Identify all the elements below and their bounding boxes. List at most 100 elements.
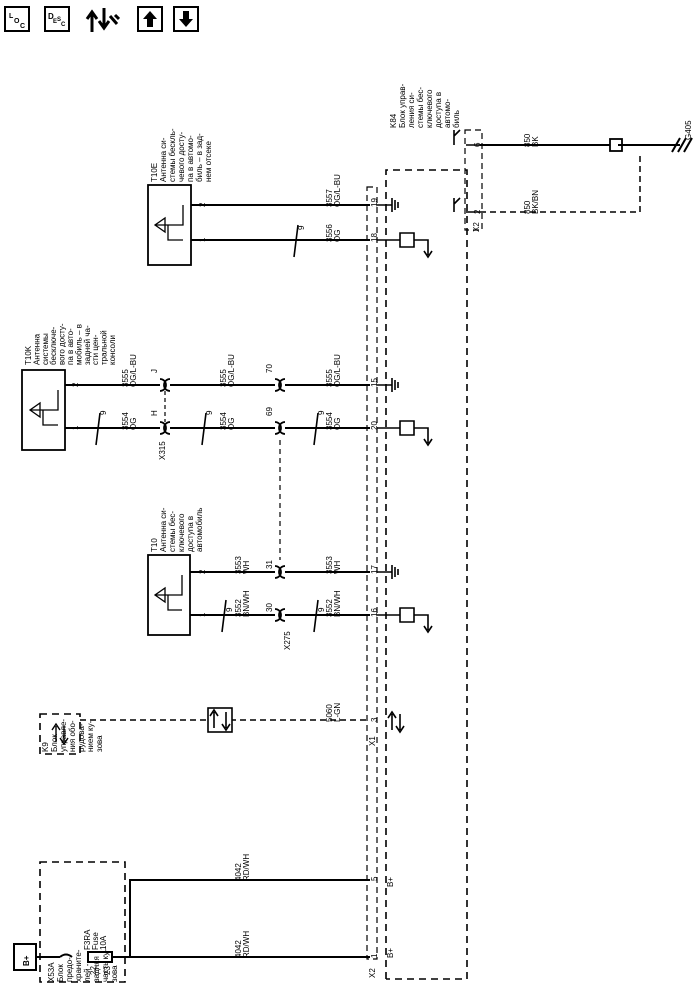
x53a-title-line: храните- [74,949,83,982]
pin-t10e-2: 2 [198,202,207,207]
toolbar: L O C D E S C [0,0,220,40]
strip-terminations [377,129,480,734]
wire-4042-a-circuit: 4042 [234,940,243,958]
t10e-title-line: па в автомо- [186,135,195,182]
t10e-title-line: Антенна си- [159,137,168,182]
pin-16: 16 [370,608,379,617]
up-button[interactable] [137,6,163,32]
loc-button[interactable]: L O C [4,6,30,32]
k84-title-line: доступа в [434,92,443,128]
t10-title-line: Антенна си- [159,507,168,552]
twist-t10k-a: 9 [99,410,108,415]
wire-3553-a-color: WH [242,560,251,574]
k84-title-line: K84 [389,113,398,128]
wire-3555-a-color: OG/L-BU [129,354,138,387]
wire-5060-circuit: 5060 [325,704,334,722]
desc-button[interactable]: D E S C [44,6,70,32]
pin-x315-j: J [150,369,159,373]
x275-arc-30 [274,608,286,622]
x315-arc-j [159,378,171,392]
wire-3556-circuit: 3556 [325,224,334,242]
fuse-line-2: Fuse [91,932,100,950]
t10e-title-line: T10E [150,163,159,182]
pin-x1-3: 3 [370,717,379,722]
wire-3555-c-color: OG/L-BU [333,354,342,387]
serial-data-icon [207,707,233,733]
t10e-title-line: чевого досту- [177,131,186,182]
pin-t10e-1: 1 [198,237,207,242]
x53a-title-line: Блок [56,964,65,982]
k9-title-line: Блок [50,734,59,752]
down-button[interactable] [173,6,199,32]
t10-title-line: автомобиль [195,508,204,552]
k84-connector-x2 [464,129,483,231]
wire-4042-b-line [129,879,370,957]
t10k-title-line: па в авто- [66,328,75,365]
wire-850-a-color: BK/BN [531,190,540,214]
t10k-title-line: Антенна [32,333,41,365]
loc-l: L [9,13,14,20]
x1-label: X1 [368,736,377,746]
pin-x315-h: H [150,410,159,416]
twist-t10-a: 9 [225,607,234,612]
wire-3553-a-circuit: 3553 [234,556,243,574]
arrow-down-icon [179,11,193,27]
twist-t10-b: 9 [317,607,326,612]
twist-t10e: 9 [297,225,306,230]
wire-3552-a-circuit: 3552 [234,599,243,617]
wire-3552-b-color: BN/WH [333,590,342,617]
wire-3555-b-circuit: 3555 [219,369,228,387]
wire-3554-c-color: OG [333,418,342,430]
pin-k84-6: 6 [473,142,482,147]
ground-label: G405 [684,120,693,140]
t10k-title-line: задней ча- [83,325,92,365]
ground-symbol [660,137,693,153]
bplus-label-2: B+ [386,877,395,887]
t10-title-line: ключевого [177,513,186,552]
splice-box [609,138,623,152]
pin-fuse-22: 22 [89,966,98,975]
structure [13,129,483,983]
k9-title-line: ния обо- [68,720,77,752]
fuse-body [59,951,113,963]
k9-title-line: нием ку- [86,720,95,752]
k84-title-line: Блок управ- [398,83,407,128]
pin-t10k-2: 2 [71,382,80,387]
pin-t10-2: 2 [198,569,207,574]
wire-850-a-circuit: 850 [523,200,532,214]
wire-3552-b-circuit: 3552 [325,599,334,617]
arc-69 [274,421,286,435]
desc-e: E [53,19,57,25]
connectors-button[interactable] [84,4,121,34]
twist-t10k-b: 9 [205,410,214,415]
wire-3553-b-color: WH [333,560,342,574]
pin-69: 69 [265,407,274,416]
pin-18: 18 [370,233,379,242]
t10-title-line: стемы бес- [168,511,177,552]
k84-pin6-ground [453,129,480,146]
bidir-arrows-3 [387,710,405,734]
t10e-title-line: нем отсеке [204,141,213,182]
wire-850-b-circuit: 850 [523,133,532,147]
t10k-antenna-icon [28,390,59,426]
k9-arrows-icon [51,722,69,746]
wire-850-b-color: BK [531,136,540,147]
wire-3554-b-circuit: 3554 [219,412,228,430]
loc-o: O [14,18,20,25]
wire-3554-a-circuit: 3554 [121,412,130,430]
x275-label: X275 [283,631,292,650]
t10k-title-line: вого досту- [58,323,67,365]
k84-title-line: биль [452,110,461,128]
t10k-title-line: мобиль – в [74,324,83,365]
wire-3555-c-circuit: 3555 [325,369,334,387]
arc-70 [274,378,286,392]
wire-4042-b-circuit: 4042 [234,863,243,881]
pin-x275-31: 31 [265,560,274,569]
connectors-icon [85,8,121,32]
